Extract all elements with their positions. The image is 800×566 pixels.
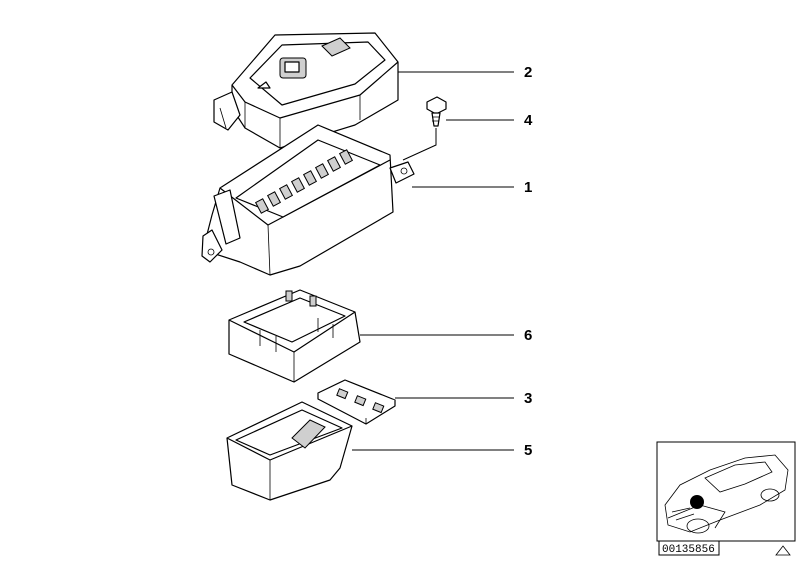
tray-part[interactable] [226,401,353,501]
callout-3[interactable]: 3 [524,390,532,407]
car-locator-thumbnail: 00135856 [656,441,796,556]
screw-part[interactable] [426,96,447,127]
location-marker-icon [690,495,704,509]
car-outline-icon [664,454,789,534]
callout-4[interactable]: 4 [524,112,533,129]
cover-part[interactable] [213,32,399,149]
part-number-label: 00135856 [662,544,715,556]
callout-1[interactable]: 1 [524,179,532,196]
callout-2[interactable]: 2 [524,64,532,81]
fuse-slots [254,149,354,214]
fuse-box-part[interactable] [201,124,415,276]
carrier-part[interactable] [228,289,361,383]
callout-5[interactable]: 5 [524,442,532,459]
triangle-icon [775,545,791,556]
callout-numbers: 2 4 1 6 3 5 [524,64,533,459]
callout-lines [352,71,514,451]
relay-holder-part[interactable] [317,379,396,425]
callout-6[interactable]: 6 [524,327,532,344]
